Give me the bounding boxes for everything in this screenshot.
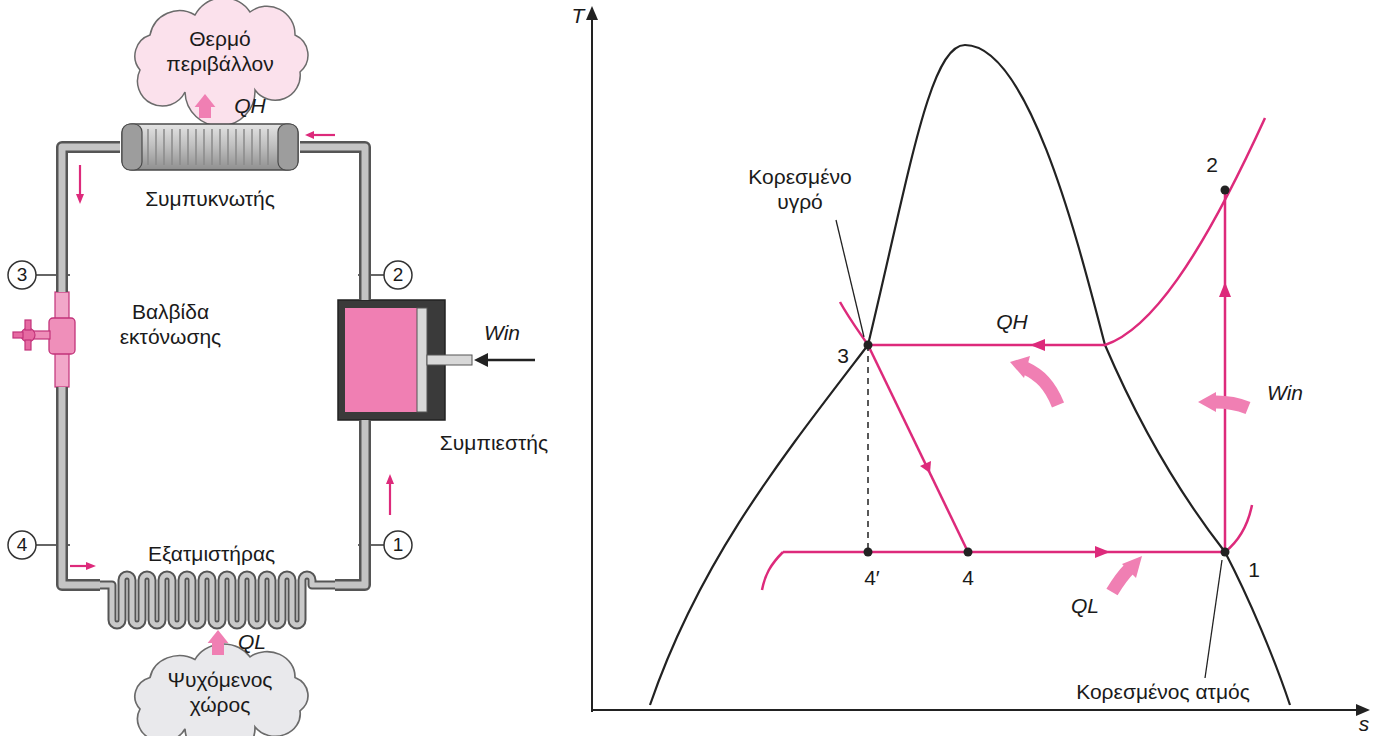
heat-label: QL [1071,594,1099,619]
heat-arrow [1025,368,1248,592]
node-text: Θερμό περιβάλλον [145,27,295,77]
refrigerant-pipe [62,147,120,292]
cycle-arrowheads [920,282,1231,558]
callout-number: 2 [393,264,404,286]
refrigerant-pipe [335,460,365,585]
axis-label: s [1359,712,1370,736]
node-text: Εξατμιστήρας [148,542,275,567]
node-text: Ψυχόμενος χώρος [145,668,295,718]
node-text: Συμπυκνωτής [145,187,275,212]
hot-cloud [135,0,308,126]
condenser: Συμπυκνωτής [120,118,300,212]
node-text: Βαλβίδα εκτόνωσης [108,300,233,350]
state-number: 4 [962,566,974,591]
saturated-vapor-label: Κορεσμένος ατμός [1076,680,1250,705]
axis-label: T [572,4,585,29]
node-text: Συμπιεστής [440,431,548,456]
evaporator-coil [100,575,335,625]
work-label: Win [484,321,520,346]
refrigerant-pipe [62,387,100,585]
refrigerant-pipe [300,147,365,300]
hot-environment-cloud: Θερμό περιβάλλον [130,10,310,94]
state-number: 1 [1248,558,1260,583]
heat-label: QH [996,310,1028,335]
expansion-valve: Βαλβίδα εκτόνωσης [20,292,235,387]
evaporator: Εξατμιστήρας [100,540,335,630]
condenser-body [122,124,298,170]
compressor-body [338,300,472,420]
saturation-dome [650,45,1290,705]
callout-number: 4 [17,534,28,556]
cycle-lines [762,118,1265,590]
state-point [864,186,1230,557]
leader-line [836,220,1222,678]
flow-arrow [70,131,394,570]
state-number: 3 [837,344,849,369]
expansion-valve [13,292,75,387]
callout-circle [8,261,412,559]
heat-flow-label: QH [234,94,266,119]
callout-number: 3 [17,264,28,286]
heat-flow-arrow [195,94,216,118]
heat-flow-arrow [208,630,229,655]
cooled-space-cloud: Ψυχόμενος χώρος [130,655,310,731]
heat-flow-label: QL [238,630,266,655]
state-number: 4′ [864,566,880,591]
ts-axes [586,6,1370,716]
state-number: 2 [1206,153,1218,178]
saturated-liquid-label: Κορεσμένο υγρό [725,165,875,215]
cold-cloud [135,644,308,736]
callout-number: 1 [393,534,404,556]
work-label: Win [1267,381,1303,406]
